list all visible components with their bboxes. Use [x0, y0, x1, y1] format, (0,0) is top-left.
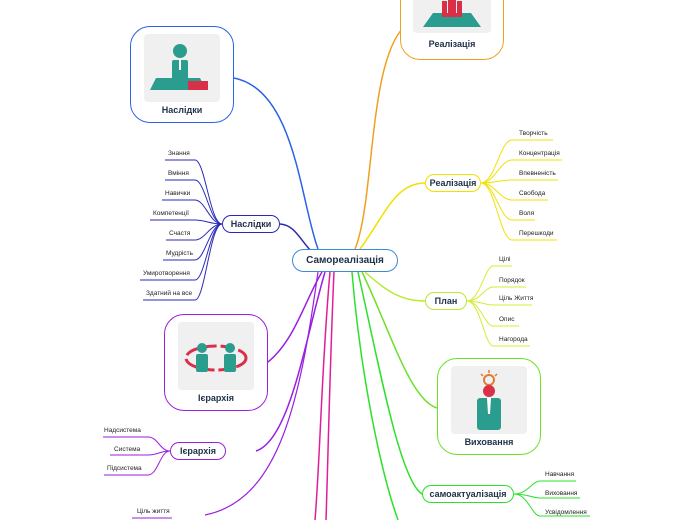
plan-leaf-lines: [466, 265, 532, 347]
leaf-naslidky-3[interactable]: Компетенції: [153, 210, 189, 217]
node-plan[interactable]: План: [425, 292, 467, 310]
leaf-samoaktualizatsiya-1[interactable]: Виховання: [545, 490, 578, 497]
leaf-naslidky-7[interactable]: Здатний на все: [146, 290, 193, 297]
node-realizatsiya-label: Реалізація: [429, 178, 477, 188]
link-realizatsiya-node: [359, 182, 426, 250]
link-realizatsiya-card: [354, 25, 406, 250]
node-naslidky[interactable]: Наслідки: [222, 215, 280, 233]
realizatsiya-leaf-lines: [480, 139, 562, 241]
card-iierarkhiya-image: [178, 322, 254, 390]
central-topic-label: Самореалізація: [306, 255, 384, 266]
node-realizatsiya[interactable]: Реалізація: [425, 174, 481, 192]
card-realizatsiya-image: [413, 0, 491, 33]
leaf-realizatsiya-5[interactable]: Перешкоди: [519, 230, 554, 237]
link-vykhovannya-card: [361, 271, 438, 409]
link-bottom-branch-3: [351, 271, 399, 520]
link-naslidky-node: [279, 223, 313, 253]
node-samoaktualizatsiya-label: самоактуалізація: [429, 489, 507, 499]
leaf-plan-3[interactable]: Опис: [499, 316, 515, 323]
podium-icon: [423, 0, 481, 27]
card-vykhovannya[interactable]: Виховання: [437, 358, 541, 455]
leaf-naslidky-5[interactable]: Мудрість: [166, 250, 193, 257]
card-naslidky-image: [144, 34, 220, 102]
link-iierarkhiya-node: [255, 271, 326, 452]
central-topic[interactable]: Самореалізація: [292, 249, 398, 272]
leaf-naslidky-6[interactable]: Умиротворення: [143, 270, 190, 277]
card-iierarkhiya-caption: Ієрархія: [197, 393, 235, 403]
link-plan-node: [364, 271, 426, 302]
link-naslidky-card: [233, 77, 319, 250]
leaf-naslidky-2[interactable]: Навички: [165, 190, 191, 197]
card-vykhovannya-image: [451, 366, 527, 434]
naslidky-leaf-lines: [140, 159, 223, 301]
leaf-realizatsiya-0[interactable]: Творчість: [519, 130, 548, 137]
card-vykhovannya-caption: Виховання: [464, 437, 514, 447]
card-naslidky[interactable]: Наслідки: [130, 26, 234, 123]
link-bottom-branch: [314, 271, 331, 520]
leaf-plan-2[interactable]: Ціль Життя: [499, 295, 534, 302]
leaf-samoaktualizatsiya-2[interactable]: Усвідомлення: [545, 509, 587, 516]
samoaktualizatsiya-leaf-lines: [513, 480, 590, 517]
leaf-bottom-0[interactable]: Ціль життя: [137, 508, 170, 515]
card-realizatsiya-caption: Реалізація: [428, 39, 476, 49]
iierarkhiya-leaf-lines: [103, 436, 171, 476]
node-iierarkhiya-label: Ієрархія: [179, 446, 217, 456]
leaf-naslidky-0[interactable]: Знання: [168, 150, 190, 157]
leaf-realizatsiya-2[interactable]: Впевненість: [519, 170, 556, 177]
leaf-samoaktualizatsiya-0[interactable]: Навчання: [545, 471, 575, 478]
link-iierarkhiya-card: [267, 271, 323, 363]
leaf-realizatsiya-3[interactable]: Свобода: [519, 190, 546, 197]
leaf-realizatsiya-4[interactable]: Воля: [519, 210, 535, 217]
leaf-iierarkhiya-0[interactable]: Надсистема: [104, 427, 141, 434]
node-naslidky-label: Наслідки: [230, 219, 272, 229]
link-bottom-left: [204, 271, 319, 516]
link-samoaktualizatsiya-node: [357, 271, 423, 495]
card-iierarkhiya[interactable]: Ієрархія: [164, 314, 268, 411]
card-realizatsiya[interactable]: Реалізація: [400, 0, 504, 60]
node-iierarkhiya[interactable]: Ієрархія: [170, 442, 226, 460]
leaf-realizatsiya-1[interactable]: Концентрація: [519, 150, 560, 157]
person-desk-icon: [150, 44, 208, 90]
leaf-iierarkhiya-2[interactable]: Підсистема: [107, 465, 142, 472]
leaf-plan-0[interactable]: Цілі: [499, 256, 511, 263]
link-bottom-branch-2: [325, 271, 335, 520]
node-plan-label: План: [434, 296, 458, 306]
leaf-iierarkhiya-1[interactable]: Система: [114, 446, 141, 453]
leaf-plan-1[interactable]: Порядок: [499, 277, 525, 284]
person-idea-icon: [477, 370, 501, 430]
leaf-naslidky-4[interactable]: Счастя: [169, 230, 191, 237]
leaf-plan-4[interactable]: Нагорода: [499, 336, 528, 343]
node-samoaktualizatsiya[interactable]: самоактуалізація: [422, 485, 514, 503]
people-connection-icon: [184, 343, 248, 372]
card-naslidky-caption: Наслідки: [161, 105, 203, 115]
leaf-naslidky-1[interactable]: Вміння: [168, 170, 189, 177]
